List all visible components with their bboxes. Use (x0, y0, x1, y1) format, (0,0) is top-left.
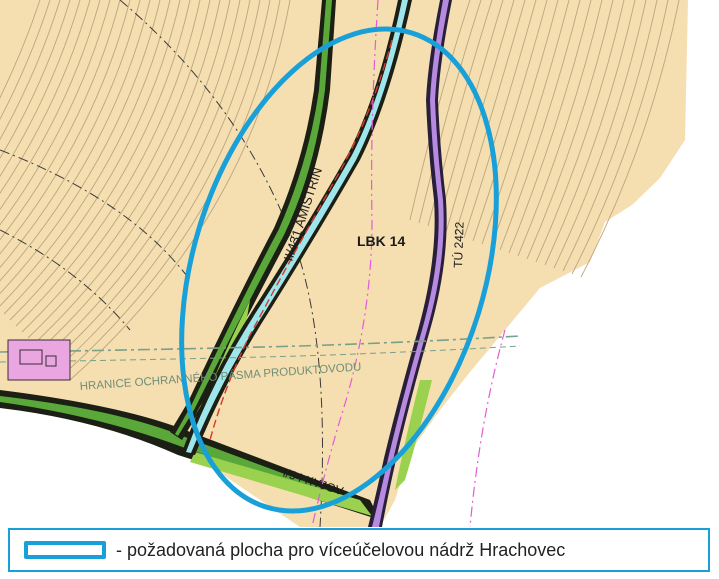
legend: - požadovaná plocha pro víceúčelovou nád… (8, 528, 710, 572)
contour-line (0, 0, 91, 194)
contour-line (45, 0, 251, 357)
contour-line (0, 0, 111, 226)
contour-line (0, 0, 121, 241)
contour-line (553, 0, 647, 269)
contour-line (69, 0, 291, 381)
pipeline-line (0, 335, 521, 353)
contour-line (0, 0, 61, 141)
contour-lines (0, 0, 680, 381)
contour-line (57, 0, 271, 369)
building-inner-2 (45, 355, 57, 367)
contour-line (436, 0, 504, 230)
contour-line (517, 0, 603, 257)
map-canvas[interactable]: II/431 AMISTŘÍN TÚ 2422 I/54 KYJOV LBK 1… (0, 0, 719, 527)
magenta-line-1 (311, 0, 379, 527)
contour-line (0, 0, 101, 211)
contour-line (535, 0, 625, 263)
road-main-verge (195, 300, 250, 415)
legend-swatch (24, 541, 106, 559)
road-east-outline (368, 0, 452, 527)
contour-line (508, 0, 592, 254)
contour-line (454, 0, 526, 236)
road-south-lane (0, 396, 366, 510)
contour-line (562, 0, 658, 272)
contour-line (571, 0, 669, 275)
contour-line (9, 0, 191, 321)
contour-line (0, 0, 81, 177)
contour-line (481, 0, 559, 245)
contour-line (0, 0, 151, 282)
legend-text: - požadovaná plocha pro víceúčelovou nád… (116, 539, 566, 560)
label-road-east: TÚ 2422 (450, 221, 467, 268)
road-south (0, 390, 380, 520)
boundary-arcs (0, 0, 323, 527)
land-area (0, 0, 688, 527)
contour-line (33, 0, 231, 345)
contour-line (418, 0, 482, 224)
building-block (7, 339, 71, 381)
label-zone: LBK 14 (357, 233, 405, 249)
boundary-arc-1 (119, 0, 323, 527)
contour-line (0, 0, 131, 255)
contour-line (472, 0, 548, 242)
contour-line (0, 0, 51, 120)
contour-line (580, 0, 680, 278)
contour-line (3, 0, 181, 315)
pipeline-line-2 (0, 345, 521, 363)
road-main-outline (170, 0, 336, 440)
contour-line (409, 0, 471, 221)
road-south-verge (190, 452, 372, 516)
contour-line (526, 0, 614, 260)
contour-line (51, 0, 261, 363)
contour-line (39, 0, 241, 351)
boundary-arc-2 (0, 149, 191, 281)
road-main (170, 0, 336, 440)
requested-area-marker[interactable] (127, 0, 551, 527)
contour-line (490, 0, 570, 248)
contour-line (463, 0, 537, 239)
contour-line (0, 0, 171, 307)
building (7, 339, 71, 381)
contour-line (0, 0, 141, 269)
red-boundary-line (209, 39, 393, 441)
contour-line (0, 0, 71, 160)
map-area[interactable]: II/431 AMISTŘÍN TÚ 2422 I/54 KYJOV LBK 1… (0, 0, 719, 527)
cyan-strip-fill (186, 0, 408, 453)
contour-line (15, 0, 201, 327)
building-inner (19, 349, 43, 365)
magenta-line-2 (469, 329, 506, 527)
cyan-strip (182, 0, 412, 455)
contour-line (0, 0, 161, 295)
contour-line (0, 0, 41, 99)
contour-line (21, 0, 211, 333)
magenta-lines (311, 0, 506, 527)
contour-line (27, 0, 221, 339)
contour-line (499, 0, 581, 251)
boundary-arc-3 (0, 229, 131, 331)
contour-line (544, 0, 636, 266)
